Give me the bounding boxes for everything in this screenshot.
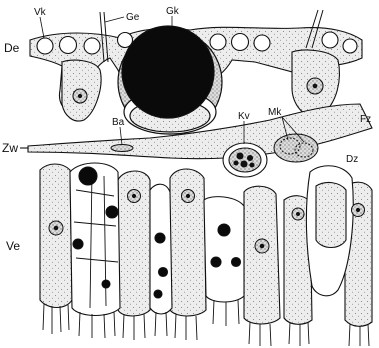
dorsal-cell-left [62,60,101,121]
granule-cluster [274,134,318,162]
label-vk: Vk [34,7,47,18]
label-mk: Mk [268,107,282,118]
label-zw: Zw [2,141,18,155]
label-ba: Ba [112,117,125,128]
basal-nucleus [111,145,133,152]
leader-ge [105,17,124,22]
label-de: De [4,41,20,55]
leader-vk [40,17,44,38]
label-ve: Ve [6,239,20,253]
label-gk: Gk [166,6,180,17]
label-dz: Dz [346,154,358,165]
nuclear-vesicle [223,143,267,177]
vacuolated-cell [70,163,120,316]
label-ge: Ge [126,12,140,23]
label-kv: Kv [238,111,250,122]
label-fz: Fz [360,114,371,125]
